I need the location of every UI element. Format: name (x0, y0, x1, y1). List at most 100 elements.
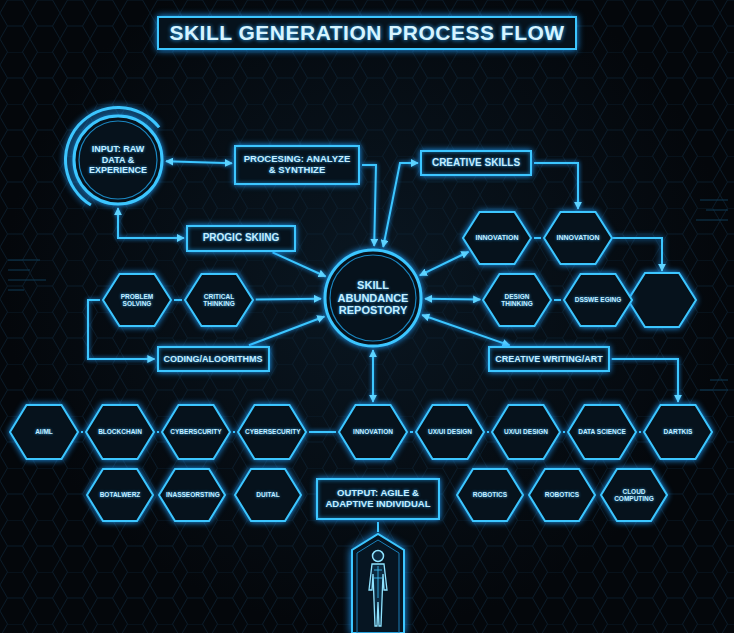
skill-hexagon: CLOUD COMPUTING (600, 468, 668, 522)
node-label: INASSEORSTING (166, 491, 218, 498)
connector-line (233, 431, 235, 433)
orbit-arc (64, 106, 160, 206)
connector-line (534, 163, 578, 209)
node-label: OUTPUT: AGILE & ADAPTIVE INDIVIDUAL (323, 488, 433, 510)
hexagon-outline (601, 469, 667, 521)
connector-line (639, 431, 641, 433)
connector-line (612, 359, 678, 402)
hexagon-outline (103, 274, 171, 326)
node-label: CREATIVE WRITING/ART (495, 354, 602, 364)
node-label: DESIGN THINKING (492, 293, 542, 308)
node-label: DUITAL (256, 491, 279, 498)
connector-line (425, 298, 480, 301)
connector-line (157, 431, 159, 433)
skill-hexagon: UX/UI DESIGN (415, 404, 485, 460)
node-label: UX/UI DESIGN (504, 428, 548, 435)
node-label: CYBERSCURITY (170, 428, 221, 435)
skill-hexagon: DESIGN THINKING (482, 273, 552, 327)
hexagon-outline (162, 405, 230, 459)
connector-line (174, 299, 182, 301)
connector-line (118, 208, 184, 238)
skill-hexagon: INNOVATION (462, 211, 532, 265)
skill-hexagon: ROBOTICS (528, 468, 596, 522)
node-label: DARTKIS (664, 428, 693, 435)
node-label: CLOUD COMPUTING (608, 488, 660, 503)
hexagon-outline (483, 274, 551, 326)
connector-line (309, 431, 336, 433)
hexagon-outline (457, 469, 523, 521)
hexagon-outline (339, 405, 407, 459)
node-label: ROBOTICS (545, 491, 579, 498)
hexagon-outline (159, 469, 225, 521)
skill-hexagon: CYBERSCURITY (161, 404, 231, 460)
connector-line (410, 431, 413, 433)
circle-inner-ring (330, 255, 416, 341)
skill-hexagon: DUITAL (234, 468, 302, 522)
node-label: UX/UI DESIGN (428, 428, 472, 435)
connector-line (563, 431, 565, 433)
process-box: CREATIVE WRITING/ART (488, 346, 609, 372)
connector-line (166, 161, 232, 163)
node-label: BOTALWERZ (100, 491, 141, 498)
hexagon-outline (185, 274, 253, 326)
human-figure (352, 522, 404, 633)
node-label: CYBERSECURITY (245, 428, 299, 435)
hexagon-outline (544, 212, 612, 264)
node-label: PROCESING: ANALYZE & SYNTHIZE (241, 154, 353, 176)
connector-line (420, 252, 469, 276)
node-label: ROBOTICS (473, 491, 507, 498)
diagram-title: SKILL GENERATION PROCESS FLOW (157, 16, 576, 50)
node-label: CREATIVE SKILLS (432, 157, 520, 169)
skill-hexagon: INNOVATION (543, 211, 613, 265)
skill-hexagon: DSSWE EGING (563, 273, 633, 327)
node-label: BLOCKCHAIN (98, 428, 142, 435)
skill-hexagon: CRITICAL THINKING (184, 273, 254, 327)
process-box: CREATIVE SKILLS (420, 150, 532, 176)
node-label: SKILL ABUNDANCE REPOSTORY (333, 279, 413, 317)
node-label: CODING/ALOORITHMS (164, 354, 263, 364)
hexagon-outline (568, 405, 636, 459)
connector-line (554, 299, 561, 301)
skill-hexagon: PROBLEM SOLVING (102, 273, 172, 327)
connector-line (362, 165, 376, 246)
circle-inner-ring (79, 121, 157, 199)
hexagon-outline (87, 469, 153, 521)
skill-hexagon: BLOCKCHAIN (85, 404, 155, 460)
skill-hexagon: BOTALWERZ (86, 468, 154, 522)
hexagon-outline (644, 405, 712, 459)
node-label: INNOVATION (557, 234, 600, 242)
skill-hexagon: INNOVATION (338, 404, 408, 460)
connector-line (273, 252, 326, 276)
circle-outline (74, 116, 162, 204)
node-label: PROBLEM SOLVING (112, 293, 162, 308)
connector-line (249, 317, 324, 346)
skill-hexagon: CYBERSECURITY (237, 404, 307, 460)
hexagon-outline (492, 405, 560, 459)
node-label: PROGIC SKIING (203, 232, 280, 244)
node-label: INNOVATION (476, 234, 519, 242)
skill-hexagon: DARTKIS (643, 404, 713, 460)
connector-line (81, 431, 83, 433)
hexagon-outline (564, 274, 632, 326)
hub-circle: INPUT: RAW DATA & EXPERIENCE (72, 114, 164, 206)
circle-outline (325, 250, 421, 346)
node-label: DSSWE EGING (575, 296, 622, 303)
hexagon-outline (238, 405, 306, 459)
skill-hexagon: ROBOTICS (456, 468, 524, 522)
hexagon-outline (529, 469, 595, 521)
data-streaks (8, 200, 728, 390)
connector-line (383, 163, 418, 247)
hexagon-outline (10, 405, 78, 459)
process-box: OUTPUT: AGILE & ADAPTIVE INDIVIDUAL (316, 478, 440, 520)
skill-hexagon: AI/ML (9, 404, 79, 460)
connector-line (534, 237, 541, 239)
hexagon-outline (416, 405, 484, 459)
skill-hexagon: DATA SCIENCE (567, 404, 637, 460)
skill-hexagon: UX/UI DESIGN (491, 404, 561, 460)
skill-hexagon: INASSEORSTING (158, 468, 226, 522)
connector-line (487, 431, 489, 433)
connector-line (372, 350, 374, 402)
node-label: CRITICAL THINKING (194, 293, 244, 308)
connector-line (256, 298, 321, 301)
